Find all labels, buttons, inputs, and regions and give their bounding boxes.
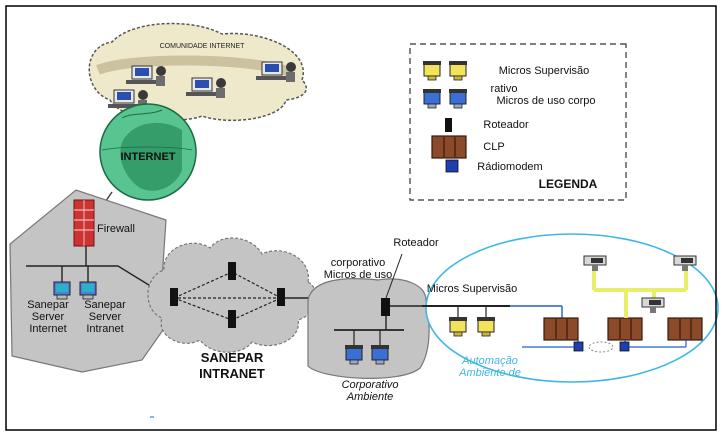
sanepar-server-region: Firewall Intranet Server Sanepar Interne… — [9, 189, 171, 373]
clp-icon — [543, 317, 579, 341]
corporate-env-line1: Ambiente — [346, 391, 393, 403]
automation-environment: Micros Supervisão Ambiente de Automação — [422, 233, 719, 383]
supervision-micros-label: Micros Supervisão — [427, 283, 517, 295]
radiomodem-icon — [573, 341, 584, 352]
automation-env-line2: Automação — [461, 355, 518, 367]
community-station-icon — [255, 61, 297, 83]
corporate-env-line2: Corporativo — [342, 379, 399, 391]
internet-globe: INTERNET — [99, 103, 197, 201]
legend-item-label: Micros de uso corpo — [496, 95, 595, 107]
radiomodem-icon — [619, 341, 630, 352]
internet-server-line2: Server — [32, 311, 65, 323]
corporate-micros-line1: Micros de uso — [324, 269, 392, 281]
legend-item-label-cont: rativo — [491, 83, 518, 95]
internet-server-line1: Internet — [29, 323, 66, 335]
automation-env-line1: Ambiente de — [458, 367, 521, 379]
legend-box: LEGENDA Micros Supervisão Micros de uso … — [409, 43, 627, 201]
legend-clp-icon — [431, 135, 467, 159]
legend-item-label: Roteador — [483, 119, 529, 131]
firewall-label: Firewall — [97, 223, 135, 235]
intranet-sanepar-cloud: INTRANET SANEPAR — [147, 237, 317, 381]
intranet-router-icon — [277, 288, 285, 306]
intranet-line1: INTRANET — [199, 366, 265, 381]
community-station-icon — [125, 65, 167, 87]
intranet-router-icon — [170, 288, 178, 306]
internet-label: INTERNET — [121, 151, 176, 163]
intranet-server-line3: Sanepar — [84, 299, 126, 311]
legend-title: LEGENDA — [539, 177, 598, 191]
legend-radiomodem-icon — [445, 159, 459, 173]
intranet-server-line2: Server — [89, 311, 122, 323]
corporate-micros-line2: corporativo — [331, 257, 385, 269]
corporate-router-label: Roteador — [393, 237, 439, 249]
legend-item-label: CLP — [483, 141, 504, 153]
firewall-icon — [73, 199, 95, 247]
internet-server-line3: Sanepar — [27, 299, 69, 311]
intranet-router-icon — [228, 262, 236, 280]
community-station-icon — [185, 77, 227, 99]
intranet-server-line1: Intranet — [86, 323, 123, 335]
clp-icon — [607, 317, 643, 341]
clp-icon — [667, 317, 703, 341]
intranet-router-icon — [228, 310, 236, 328]
legend-router-icon — [445, 118, 452, 132]
corporate-environment: Roteador Micros de uso corporativo Ambie… — [307, 237, 439, 403]
intranet-line2: SANEPAR — [201, 350, 264, 365]
legend-item-label: Rádiomodem — [477, 161, 542, 173]
internet-community-cloud: COMUNIDADE INTERNET — [88, 22, 307, 122]
corporate-router-icon — [381, 298, 390, 316]
community-label: COMUNIDADE INTERNET — [160, 43, 246, 50]
legend-item-label: Micros Supervisão — [499, 65, 589, 77]
